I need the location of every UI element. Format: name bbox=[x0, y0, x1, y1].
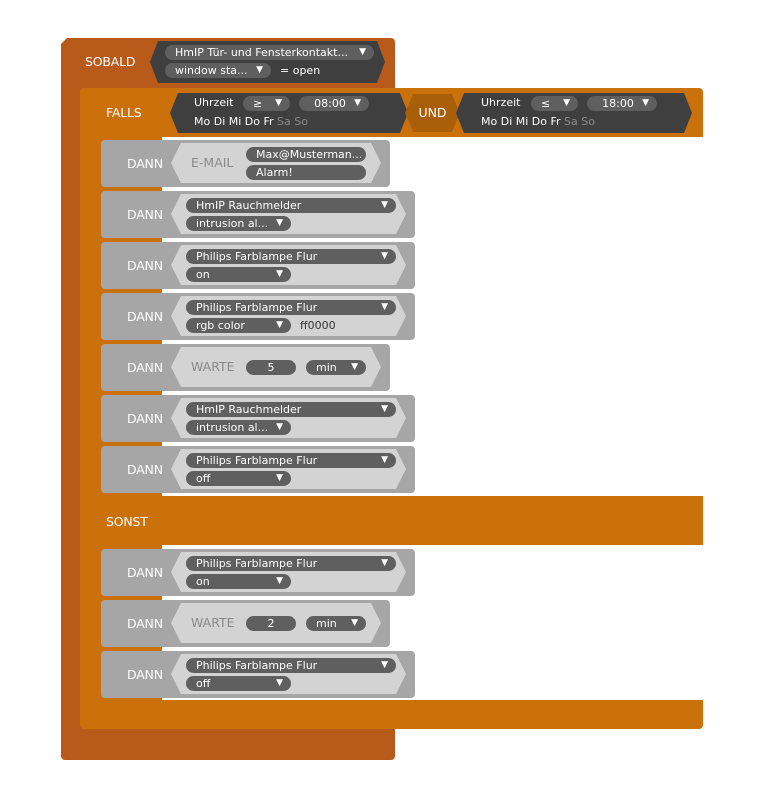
device-select[interactable]: Philips Farblampe Flur▼ bbox=[186, 300, 396, 315]
chevron-down-icon: ▼ bbox=[381, 558, 388, 568]
device-select[interactable]: Philips Farblampe Flur▼ bbox=[186, 453, 396, 468]
dann-label: DANN bbox=[127, 156, 163, 171]
chevron-down-icon: ▼ bbox=[351, 362, 358, 372]
email-subject-input[interactable]: Alarm! bbox=[246, 165, 366, 180]
property-select[interactable]: on▼ bbox=[186, 267, 291, 282]
chevron-down-icon: ▼ bbox=[359, 47, 366, 57]
dann-label: DANN bbox=[127, 258, 163, 273]
device-select[interactable]: HmIP Rauchmelder▼ bbox=[186, 198, 396, 213]
chevron-down-icon: ▼ bbox=[381, 302, 388, 312]
wait-amount-input[interactable]: 2 bbox=[246, 616, 296, 631]
chevron-down-icon: ▼ bbox=[276, 218, 283, 228]
chevron-down-icon: ▼ bbox=[563, 98, 570, 108]
dann-label: DANN bbox=[127, 667, 163, 682]
chevron-down-icon: ▼ bbox=[276, 320, 283, 330]
dann-label: DANN bbox=[127, 207, 163, 222]
email-label: E-MAIL bbox=[191, 155, 234, 170]
email-recipient-input[interactable]: Max@Musterman... bbox=[246, 147, 366, 162]
chevron-down-icon: ▼ bbox=[276, 576, 283, 586]
chevron-down-icon: ▼ bbox=[256, 65, 263, 75]
chevron-down-icon: ▼ bbox=[354, 98, 361, 108]
chevron-down-icon: ▼ bbox=[642, 98, 649, 108]
weekdays[interactable]: Mo Di Mi Do Fr Sa So bbox=[481, 115, 595, 128]
sonst-label: SONST bbox=[106, 514, 148, 529]
chevron-down-icon: ▼ bbox=[381, 660, 388, 670]
wait-label: WARTE bbox=[191, 615, 235, 630]
chevron-down-icon: ▼ bbox=[381, 251, 388, 261]
device-select[interactable]: HmIP Rauchmelder▼ bbox=[186, 402, 396, 417]
chevron-down-icon: ▼ bbox=[276, 678, 283, 688]
sobald-state-select[interactable]: window sta...▼ bbox=[165, 63, 271, 78]
operator-select[interactable]: ≤▼ bbox=[531, 96, 578, 111]
chevron-down-icon: ▼ bbox=[276, 473, 283, 483]
sobald-condition: = open bbox=[280, 64, 321, 77]
device-select[interactable]: Philips Farblampe Flur▼ bbox=[186, 658, 396, 673]
dann-label: DANN bbox=[127, 565, 163, 580]
property-select[interactable]: intrusion al...▼ bbox=[186, 420, 291, 435]
dann-label: DANN bbox=[127, 309, 163, 324]
device-select[interactable]: Philips Farblampe Flur▼ bbox=[186, 249, 396, 264]
time-label: Uhrzeit bbox=[194, 96, 234, 109]
sobald-label: SOBALD bbox=[85, 54, 136, 69]
time-select[interactable]: 08:00▼ bbox=[299, 96, 369, 111]
property-select[interactable]: rgb color▼ bbox=[186, 318, 291, 333]
device-select[interactable]: Philips Farblampe Flur▼ bbox=[186, 556, 396, 571]
wait-label: WARTE bbox=[191, 359, 235, 374]
color-value[interactable]: ff0000 bbox=[300, 319, 336, 332]
chevron-down-icon: ▼ bbox=[276, 269, 283, 279]
operator-select[interactable]: ≥▼ bbox=[243, 96, 290, 111]
falls-label: FALLS bbox=[106, 105, 142, 120]
sobald-device-select[interactable]: HmIP Tür- und Fensterkontakt...▼ bbox=[165, 45, 374, 60]
chevron-down-icon: ▼ bbox=[351, 618, 358, 628]
property-select[interactable]: intrusion al...▼ bbox=[186, 216, 291, 231]
dann-label: DANN bbox=[127, 411, 163, 426]
chevron-down-icon: ▼ bbox=[276, 422, 283, 432]
property-select[interactable]: off▼ bbox=[186, 676, 291, 691]
chevron-down-icon: ▼ bbox=[381, 200, 388, 210]
dann-label: DANN bbox=[127, 616, 163, 631]
dann-label: DANN bbox=[127, 360, 163, 375]
property-select[interactable]: on▼ bbox=[186, 574, 291, 589]
weekdays[interactable]: Mo Di Mi Do Fr Sa So bbox=[194, 115, 308, 128]
dann-label: DANN bbox=[127, 462, 163, 477]
property-select[interactable]: off▼ bbox=[186, 471, 291, 486]
chevron-down-icon: ▼ bbox=[381, 404, 388, 414]
time-label: Uhrzeit bbox=[481, 96, 521, 109]
chevron-down-icon: ▼ bbox=[275, 98, 282, 108]
wait-amount-input[interactable]: 5 bbox=[246, 360, 296, 375]
time-select[interactable]: 18:00▼ bbox=[587, 96, 657, 111]
chevron-down-icon: ▼ bbox=[381, 455, 388, 465]
wait-unit-select[interactable]: min▼ bbox=[306, 616, 366, 631]
wait-unit-select[interactable]: min▼ bbox=[306, 360, 366, 375]
und-operator[interactable]: UND bbox=[405, 94, 460, 132]
